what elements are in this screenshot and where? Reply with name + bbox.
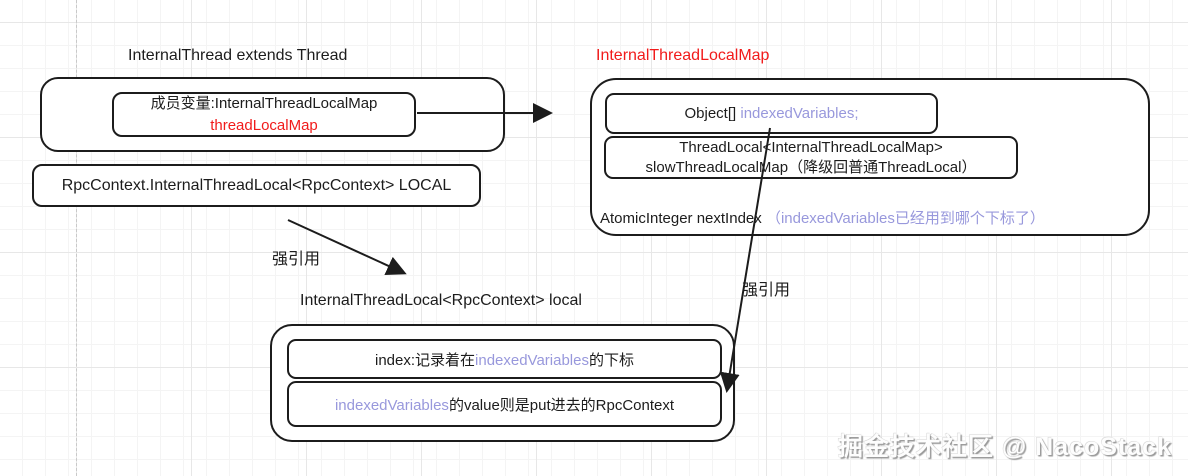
member-box-line2: threadLocalMap bbox=[210, 116, 318, 134]
value-box-highlight: indexedVariables bbox=[334, 396, 449, 414]
slow-box-line2: slowThreadLocalMap（降级回普通ThreadLocal） bbox=[645, 158, 977, 176]
index-box-prefix: index:记录着在 bbox=[374, 351, 476, 369]
indexed-variables-text: Object[] indexedVariables; bbox=[685, 105, 859, 122]
index-box-suffix: 的下标 bbox=[588, 351, 634, 369]
slow-threadlocalmap-box: ThreadLocal<InternalThreadLocalMap> slow… bbox=[604, 136, 1018, 179]
indexed-variables-highlight: indexedVariables; bbox=[740, 105, 859, 122]
index-box: index:记录着在indexedVariables的下标 bbox=[287, 339, 722, 379]
internalthreadlocal-title: InternalThreadLocal<RpcContext> local bbox=[300, 292, 582, 309]
index-box-highlight: indexedVariables bbox=[475, 351, 589, 369]
slow-box-line1: ThreadLocal<InternalThreadLocalMap> bbox=[679, 138, 943, 156]
rpccontext-local-box: RpcContext.InternalThreadLocal<RpcContex… bbox=[32, 164, 481, 207]
indexed-variables-box: Object[] indexedVariables; bbox=[605, 93, 938, 134]
next-index-highlight: （indexedVariables已经用到哪个下标了） bbox=[765, 210, 1045, 227]
map-title: InternalThreadLocalMap bbox=[596, 47, 770, 64]
rpccontext-local-label: RpcContext.InternalThreadLocal<RpcContex… bbox=[61, 176, 452, 194]
next-index-prefix: AtomicInteger nextIndex bbox=[600, 210, 766, 227]
thread-title: InternalThread extends Thread bbox=[128, 47, 348, 64]
indexed-variables-prefix: Object[] bbox=[684, 105, 741, 122]
index-box-text: index:记录着在indexedVariables的下标 bbox=[375, 349, 634, 370]
strong-ref-label-left: 强引用 bbox=[272, 251, 321, 268]
next-index-line: AtomicInteger nextIndex （indexedVariable… bbox=[600, 207, 1045, 228]
value-box-suffix: 的value则是put进去的RpcContext bbox=[448, 396, 675, 414]
value-box: indexedVariables的value则是put进去的RpcContext bbox=[287, 381, 722, 427]
threadlocalmap-member-box: 成员变量:InternalThreadLocalMap threadLocalM… bbox=[112, 92, 416, 137]
strong-ref-label-right: 强引用 bbox=[742, 282, 791, 299]
member-box-line1: 成员变量:InternalThreadLocalMap bbox=[150, 94, 378, 112]
watermark: 掘金技术社区 @ NacoStack bbox=[837, 433, 1172, 461]
page-guide-line bbox=[76, 0, 77, 476]
value-box-text: indexedVariables的value则是put进去的RpcContext bbox=[335, 394, 674, 415]
